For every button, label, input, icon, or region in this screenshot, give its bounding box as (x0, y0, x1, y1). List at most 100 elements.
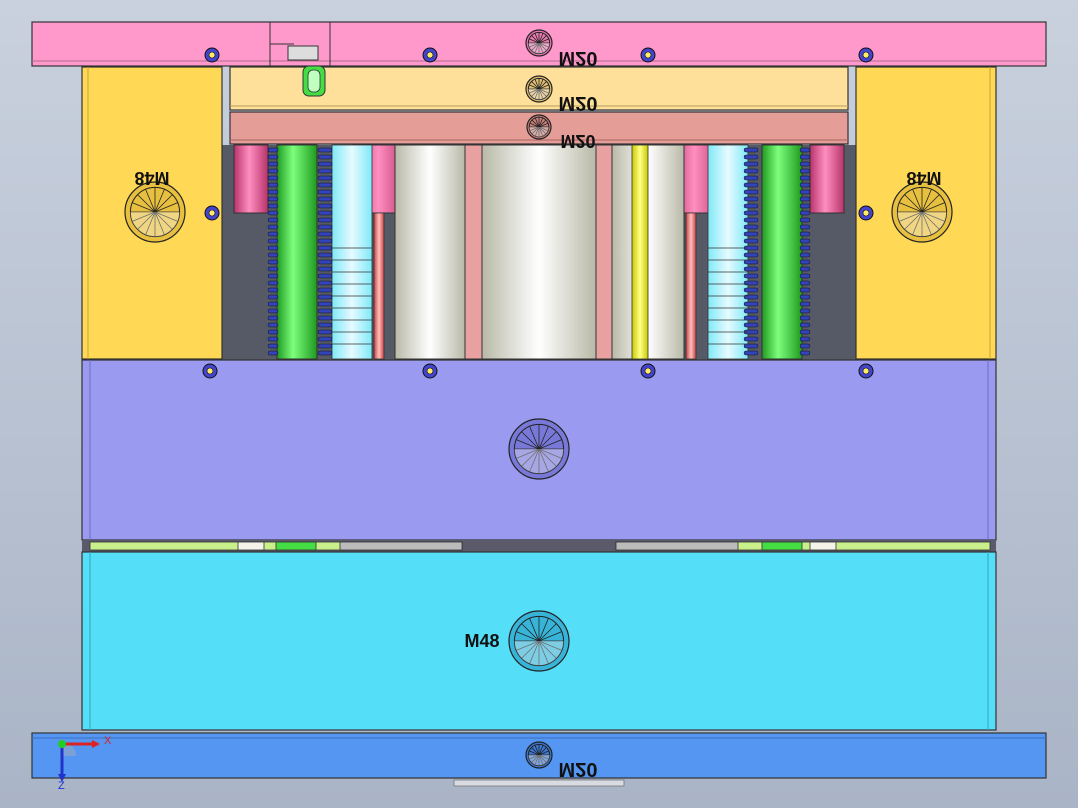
spring-coil (799, 301, 811, 307)
spring-coil (743, 154, 759, 160)
spring-coil (799, 175, 811, 181)
eyebolt-hole (891, 181, 953, 243)
spring-coil (267, 161, 279, 167)
spring-coil (799, 294, 811, 300)
spring-coil (317, 168, 333, 174)
top-clamp-plate[interactable] (31, 21, 1047, 67)
spring-coil (743, 350, 759, 356)
spring-coil (267, 273, 279, 279)
spring-coil (317, 189, 333, 195)
spring-coil (317, 322, 333, 328)
spring-coil (743, 147, 759, 153)
spring-coil (743, 301, 759, 307)
spring-coil (743, 336, 759, 342)
spring-coil (743, 217, 759, 223)
eyebolt-holes (124, 29, 953, 769)
spring-coil (317, 196, 333, 202)
label-spacer-left: M48 (134, 168, 169, 188)
spring-coil (799, 238, 811, 244)
spring-coil (743, 266, 759, 272)
spring-coil (799, 329, 811, 335)
spring-coil (317, 343, 333, 349)
spring-coil (799, 231, 811, 237)
spring-coil (267, 182, 279, 188)
spring-coil (799, 266, 811, 272)
spring-coil (799, 259, 811, 265)
spring-coil (799, 273, 811, 279)
triad-z-label: Z (58, 780, 65, 792)
spring-coil (317, 175, 333, 181)
bushing-rim (595, 144, 613, 360)
spring-coil (267, 322, 279, 328)
spring-coil (317, 252, 333, 258)
spring-coil (799, 154, 811, 160)
support-pillar (809, 144, 845, 214)
spring-coil (317, 329, 333, 335)
spring-coil (799, 343, 811, 349)
spring-coil (267, 203, 279, 209)
coordinate-triad: X Z (58, 735, 112, 792)
spring-coil (743, 161, 759, 167)
spring-coil (799, 161, 811, 167)
spring-coil (317, 224, 333, 230)
spring-coil (799, 217, 811, 223)
spring-coil (267, 196, 279, 202)
triad-x-label: X (104, 735, 112, 747)
spring-coil (267, 266, 279, 272)
spring-coil (799, 210, 811, 216)
eyebolt-hole (525, 29, 553, 57)
spring-coil (267, 329, 279, 335)
spring-coil (317, 161, 333, 167)
spring-coil (799, 168, 811, 174)
spring-coil (267, 238, 279, 244)
spring-coil (799, 315, 811, 321)
guide-pillar-right (761, 144, 803, 360)
spring-coil (267, 252, 279, 258)
support-pillar (233, 144, 269, 214)
screw-center (208, 209, 216, 217)
eyebolt-hole (508, 610, 570, 672)
spring-coil (743, 315, 759, 321)
eyebolt-hole (508, 418, 570, 480)
screw-center (426, 51, 434, 59)
spring-coil (317, 350, 333, 356)
spring-coil (743, 182, 759, 188)
limit-switch[interactable] (287, 45, 326, 97)
spring-coil (799, 182, 811, 188)
spring-coil (743, 252, 759, 258)
label-top-plate: M20 (559, 47, 598, 69)
spring-coil (799, 189, 811, 195)
eyebolt-hole (525, 741, 553, 769)
spring-coil (267, 287, 279, 293)
spring-coil (799, 224, 811, 230)
spring-body (707, 144, 749, 360)
spring-coil (317, 287, 333, 293)
label-bottom-plate: M20 (559, 758, 598, 780)
spring-coil (743, 189, 759, 195)
spring-coil (743, 287, 759, 293)
spring-coil (317, 301, 333, 307)
spring-coil (317, 336, 333, 342)
spring-coil (743, 322, 759, 328)
spring-coil (743, 259, 759, 265)
spring-coil (267, 280, 279, 286)
screw-center (862, 367, 870, 375)
spring-coil (267, 224, 279, 230)
spring-coil (267, 168, 279, 174)
spring-coil (743, 224, 759, 230)
parting-line (82, 540, 996, 552)
spring-coil (799, 252, 811, 258)
return-pin (685, 212, 697, 360)
spring-coil (743, 273, 759, 279)
sprue-bushing (481, 144, 597, 360)
spring-coil (743, 238, 759, 244)
screw-center (644, 51, 652, 59)
spring-coil (267, 217, 279, 223)
spring-coil (267, 259, 279, 265)
spring-coil (317, 210, 333, 216)
spring-coil (799, 350, 811, 356)
spring-coil (267, 147, 279, 153)
spring-coil (267, 294, 279, 300)
spring-coil (799, 196, 811, 202)
